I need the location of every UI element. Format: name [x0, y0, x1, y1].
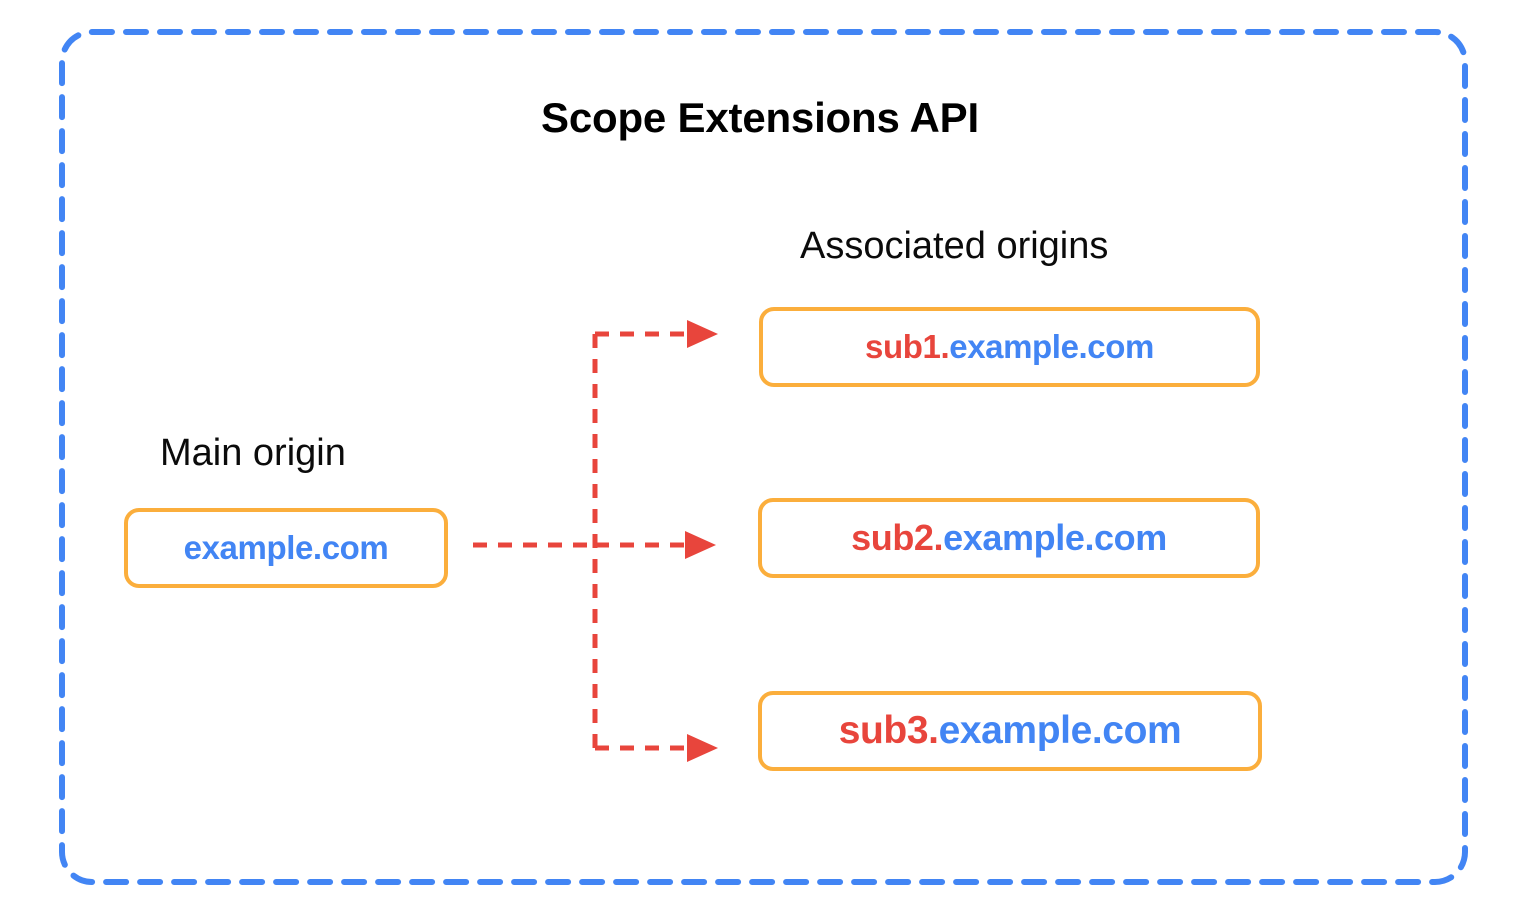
origin-text-sub2: sub2.example.com: [851, 517, 1167, 559]
frame-dashed-border-icon: [59, 29, 1468, 885]
origin-text-main: example.com: [184, 529, 389, 567]
origin-box-sub2[interactable]: sub2.example.com: [758, 498, 1260, 578]
origin-domain-part: example.com: [938, 709, 1182, 752]
origin-text-sub1: sub1.example.com: [865, 328, 1154, 366]
associated-origins-label: Associated origins: [800, 225, 1109, 267]
origin-subdomain-part: sub3.: [838, 709, 939, 752]
origin-box-sub3[interactable]: sub3.example.com: [758, 691, 1262, 771]
page-title: Scope Extensions API: [541, 94, 979, 141]
origin-domain-part: example.com: [183, 529, 389, 566]
scope-extensions-frame: [59, 29, 1468, 885]
origin-subdomain-part: sub1.: [865, 328, 950, 365]
origin-box-main[interactable]: example.com: [124, 508, 448, 588]
origin-box-sub1[interactable]: sub1.example.com: [759, 307, 1260, 387]
origin-text-sub3: sub3.example.com: [839, 709, 1182, 753]
origin-subdomain-part: sub2.: [851, 517, 944, 558]
origin-domain-part: example.com: [949, 328, 1154, 365]
main-origin-label: Main origin: [160, 432, 346, 474]
origin-domain-part: example.com: [943, 517, 1167, 558]
